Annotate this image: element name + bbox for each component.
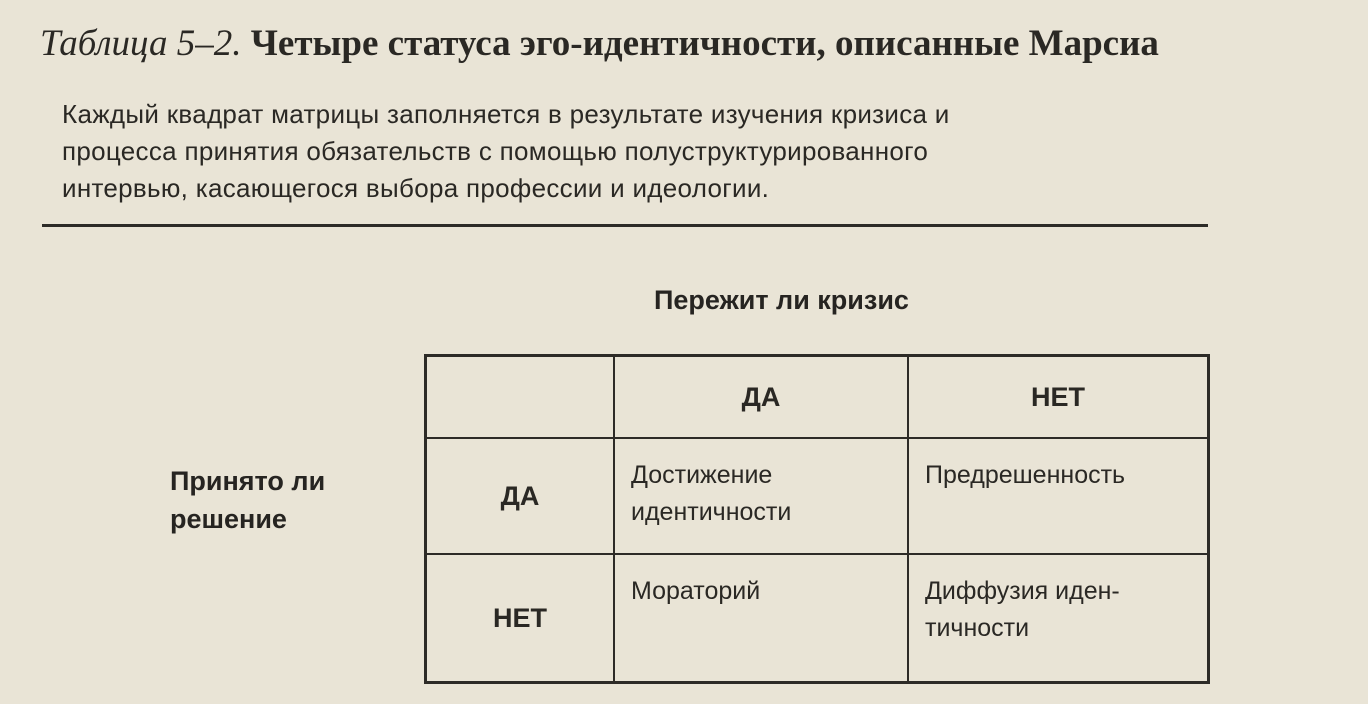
column-axis-header: Пережит ли кризис	[654, 285, 909, 315]
table-title-text: Четыре статуса эго-идентичности, описанн…	[250, 23, 1159, 64]
caption-line: процесса принятия обязательств с помощью…	[62, 136, 929, 166]
matrix-corner-cell	[424, 354, 615, 439]
cell-foreclosure: Предрешенность	[907, 437, 1210, 555]
matrix-header-row: ДА НЕТ	[424, 354, 1210, 439]
cell-moratorium: Мораторий	[613, 553, 909, 684]
row-label-yes: ДА	[424, 437, 615, 555]
cell-text-line: Мораторий	[631, 577, 761, 605]
cell-text-line: Диффузия иден-	[925, 577, 1120, 605]
table-caption: Каждый квадрат матрицы заполняется в рез…	[62, 96, 1202, 207]
matrix-row-yes: ДА Достижение идентичности Предрешенност…	[424, 437, 1210, 555]
cell-text-line: Достижение	[631, 461, 773, 489]
cell-text-line: тичности	[925, 614, 1030, 642]
caption-line: Каждый квадрат матрицы заполняется в рез…	[62, 99, 950, 129]
row-axis-header-line: решение	[170, 504, 287, 534]
cell-identity-achievement: Достижение идентичности	[613, 437, 909, 555]
section-divider	[42, 224, 1208, 227]
row-axis-header-line: Принято ли	[170, 466, 326, 496]
caption-line: интервью, касающегося выбора профессии и…	[62, 173, 770, 203]
page-title: Таблица 5–2. Четыре статуса эго-идентичн…	[40, 20, 1159, 68]
cell-text-line: идентичности	[631, 498, 792, 526]
identity-status-matrix: ДА НЕТ ДА Достижение идентичности Предре…	[424, 354, 1210, 684]
cell-text-line: Предрешенность	[925, 461, 1126, 489]
table-number-label: Таблица 5–2.	[40, 23, 242, 64]
row-label-no: НЕТ	[424, 553, 615, 684]
row-axis-header: Принято ли решение	[170, 462, 325, 538]
matrix-row-no: НЕТ Мораторий Диффузия иден- тичности	[424, 553, 1210, 684]
cell-identity-diffusion: Диффузия иден- тичности	[907, 553, 1210, 684]
column-header-no: НЕТ	[907, 354, 1210, 439]
column-header-yes: ДА	[613, 354, 909, 439]
